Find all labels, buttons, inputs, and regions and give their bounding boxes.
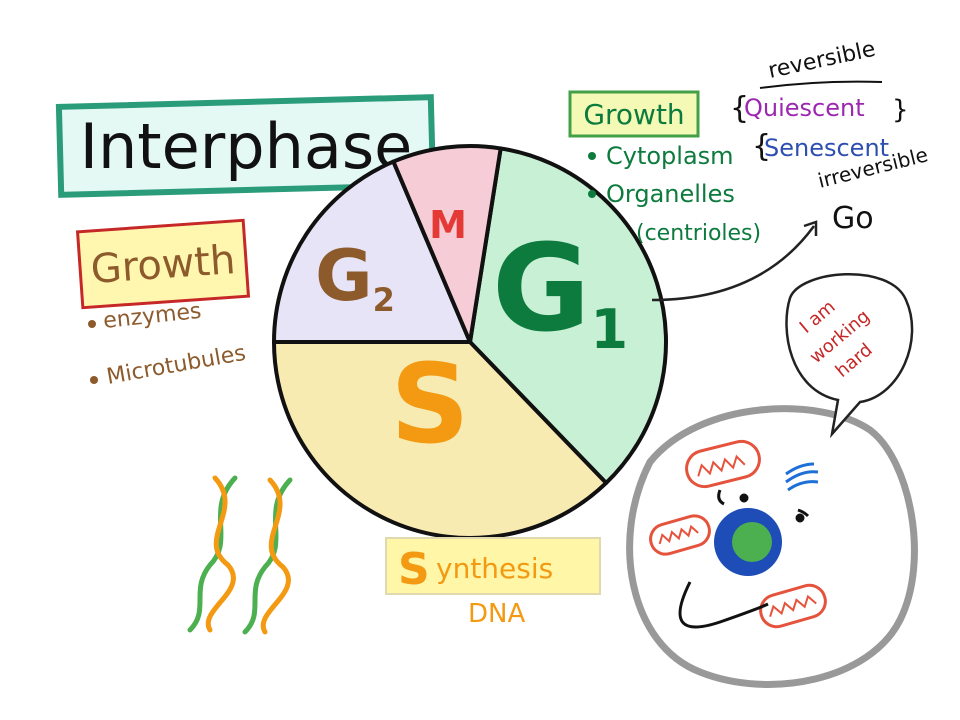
g0-label: Go [832, 201, 874, 236]
svg-text:{: { [730, 91, 749, 126]
m-phase-label: M [429, 203, 467, 247]
page-title: Interphase [80, 110, 413, 183]
g0-senescent: Senescent [764, 134, 889, 162]
g1-phase-subscript: 1 [590, 298, 628, 361]
g0-notes: reversible { Quiescent } { Senescent irr… [730, 37, 930, 236]
golgi-icon [785, 462, 819, 492]
mitochondrion-icon [685, 439, 761, 489]
mitochondrion-icon [649, 514, 711, 556]
g1-item-cytoplasm: Cytoplasm [606, 142, 734, 170]
s-phase-slice [272, 340, 609, 540]
title-box: Interphase [55, 94, 437, 198]
svg-text:{: { [752, 129, 771, 164]
s-phase-label: S [390, 340, 469, 468]
cell-illustration: I am working hard [626, 272, 918, 688]
g0-quiescent: Quiescent [744, 94, 865, 122]
m-phase-slice [391, 144, 503, 344]
dna-helix-icon [187, 475, 293, 635]
g2-item-microtubules: Microtubules [105, 341, 248, 390]
g1-notes: Growth Cytoplasm Organelles (centrioles) [568, 90, 761, 246]
s-sub-dna: DNA [468, 599, 525, 629]
svg-text:}: } [892, 95, 909, 125]
s-heading-initial: S [398, 544, 430, 595]
mitochondrion-icon [759, 583, 827, 629]
s-heading-rest: ynthesis [436, 552, 553, 585]
g1-item-organelles: Organelles [606, 180, 735, 208]
cell-face [678, 489, 810, 629]
g0-reversible: reversible [766, 37, 878, 84]
g2-heading: Growth [89, 237, 237, 293]
g2-phase-subscript: 2 [373, 281, 395, 319]
nucleolus [732, 522, 772, 562]
g1-heading: Growth [583, 98, 684, 131]
g1-subitem-centrioles: (centrioles) [636, 221, 761, 246]
g1-phase-slice [468, 146, 668, 485]
g2-phase-slice [272, 159, 472, 344]
s-notes: S ynthesis DNA [385, 537, 601, 629]
speech-bubble: I am working hard [785, 272, 914, 439]
g2-notes: Growth enzymes Microtubules [75, 218, 251, 390]
g1-to-g0-arrow [651, 225, 816, 302]
